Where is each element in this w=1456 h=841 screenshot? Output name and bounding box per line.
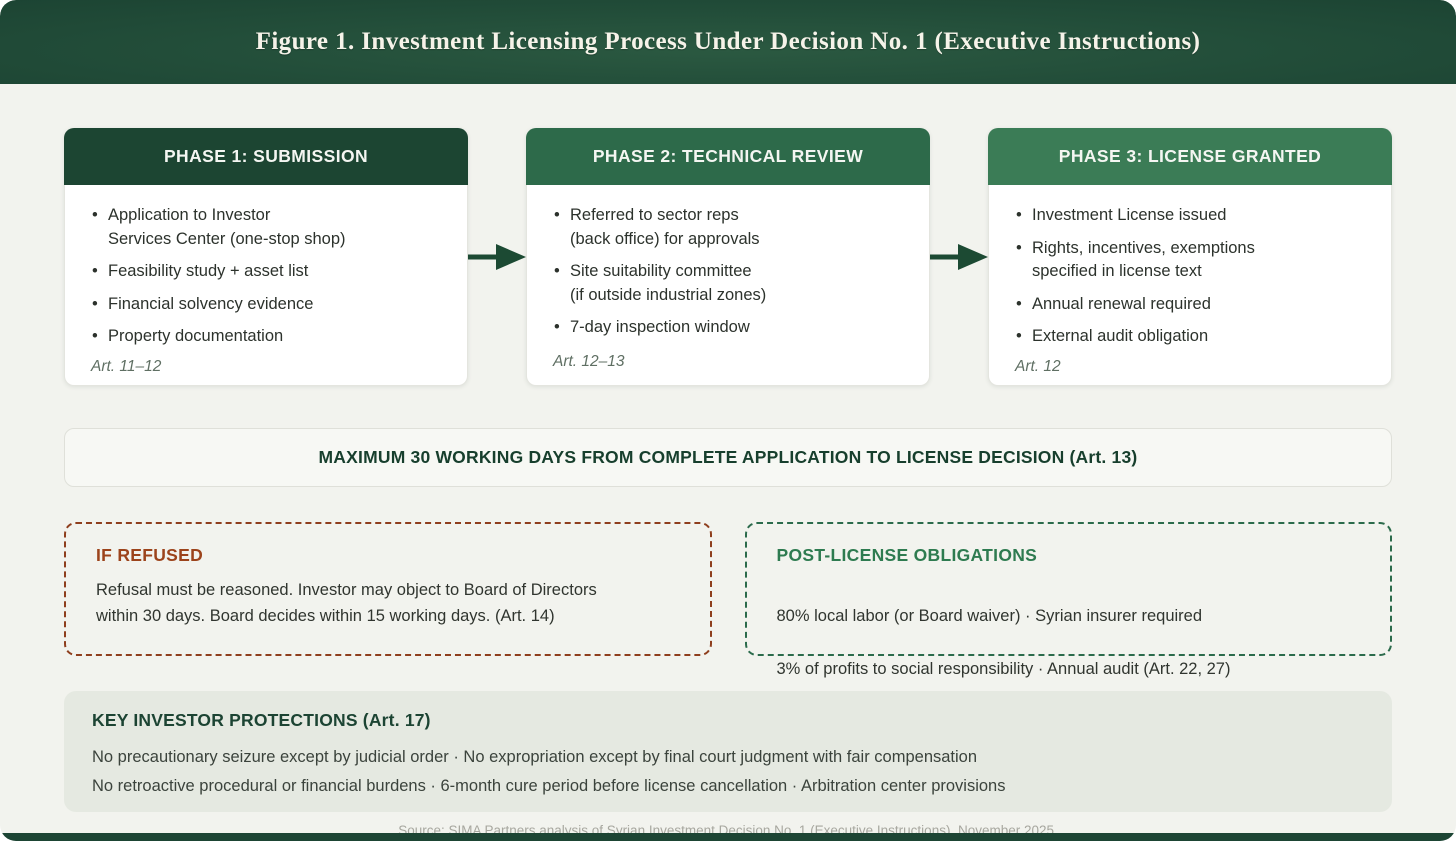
bullet-item: Site suitability committee (if outside i… bbox=[553, 260, 909, 307]
phase-2-header: PHASE 2: TECHNICAL REVIEW bbox=[526, 128, 930, 185]
bullet-item: 7-day inspection window bbox=[553, 316, 909, 340]
right-arrow-icon bbox=[468, 244, 526, 270]
figure-title-band: Figure 1. Investment Licensing Process U… bbox=[0, 0, 1456, 84]
post-license-obligations-box: POST-LICENSE OBLIGATIONS 80% local labor… bbox=[744, 522, 1392, 678]
bullet-item: Annual renewal required bbox=[1015, 293, 1371, 317]
deadline-banner-text: MAXIMUM 30 WORKING DAYS FROM COMPLETE AP… bbox=[318, 447, 1138, 467]
phase-2-card: PHASE 2: TECHNICAL REVIEW Referred to se… bbox=[526, 128, 930, 386]
phase-2-article-ref: Art. 12–13 bbox=[553, 353, 625, 370]
protection-line: No precautionary seizure except by judic… bbox=[92, 748, 978, 766]
if-refused-title: IF REFUSED bbox=[96, 545, 204, 565]
deadline-banner: MAXIMUM 30 WORKING DAYS FROM COMPLETE AP… bbox=[64, 428, 1392, 487]
if-refused-body: Refusal must be reasoned. Investor may o… bbox=[96, 581, 597, 626]
flow-arrow-2 bbox=[930, 128, 988, 386]
figure-title: Figure 1. Investment Licensing Process U… bbox=[255, 28, 1201, 55]
right-arrow-icon bbox=[930, 244, 988, 270]
figure-content: PHASE 1: SUBMISSION Application to Inves… bbox=[0, 128, 1456, 838]
phase-1-header: PHASE 1: SUBMISSION bbox=[64, 128, 468, 185]
phase-3-article-ref: Art. 12 bbox=[1015, 357, 1061, 375]
phase-3-card: PHASE 3: LICENSE GRANTED Investment Lice… bbox=[988, 128, 1392, 386]
phase-3-body: Investment License issued Rights, incent… bbox=[989, 185, 1391, 390]
phase-2-body: Referred to sector reps (back office) fo… bbox=[527, 185, 929, 385]
post-license-obligations-body: 80% local labor (or Board waiver) · Syri… bbox=[777, 577, 1361, 709]
if-refused-box: IF REFUSED Refusal must be reasoned. Inv… bbox=[64, 522, 712, 656]
protection-line: No retroactive procedural or financial b… bbox=[92, 776, 1006, 795]
bottom-accent-bar bbox=[0, 833, 1456, 841]
phase-1-body: Application to Investor Services Center … bbox=[65, 185, 467, 390]
key-investor-protections-box: KEY INVESTOR PROTECTIONS (Art. 17) No pr… bbox=[64, 691, 1392, 812]
bullet-item: Financial solvency evidence bbox=[91, 293, 447, 317]
flow-arrow-1 bbox=[468, 128, 526, 386]
phase-1-card: PHASE 1: SUBMISSION Application to Inves… bbox=[64, 128, 468, 386]
phase-2-bullet-list: Referred to sector reps (back office) fo… bbox=[553, 204, 909, 349]
post-license-obligations-title: POST-LICENSE OBLIGATIONS bbox=[776, 545, 1038, 565]
bullet-item: Application to Investor Services Center … bbox=[91, 204, 447, 251]
bullet-item: Rights, incentives, exemptions specified… bbox=[1015, 237, 1371, 284]
dashed-boxes-row: IF REFUSED Refusal must be reasoned. Inv… bbox=[64, 522, 1392, 678]
phase-1-article-ref: Art. 11–12 bbox=[91, 357, 162, 375]
obligation-line: 3% of profits to social responsibility ·… bbox=[776, 660, 1231, 679]
phase-3-header: PHASE 3: LICENSE GRANTED bbox=[988, 128, 1392, 185]
obligation-line: 80% local labor (or Board waiver) · Syri… bbox=[776, 607, 1203, 626]
phase-3-bullet-list: Investment License issued Rights, incent… bbox=[1015, 204, 1371, 358]
bullet-item: External audit obligation bbox=[1015, 325, 1371, 349]
bullet-item: Referred to sector reps (back office) fo… bbox=[553, 204, 909, 251]
phase-1-bullet-list: Application to Investor Services Center … bbox=[91, 204, 447, 358]
bullet-item: Feasibility study + asset list bbox=[91, 260, 447, 284]
bullet-item: Property documentation bbox=[91, 325, 447, 349]
phases-row: PHASE 1: SUBMISSION Application to Inves… bbox=[64, 128, 1392, 386]
key-investor-protections-title: KEY INVESTOR PROTECTIONS (Art. 17) bbox=[92, 710, 431, 730]
bullet-item: Investment License issued bbox=[1015, 204, 1371, 228]
